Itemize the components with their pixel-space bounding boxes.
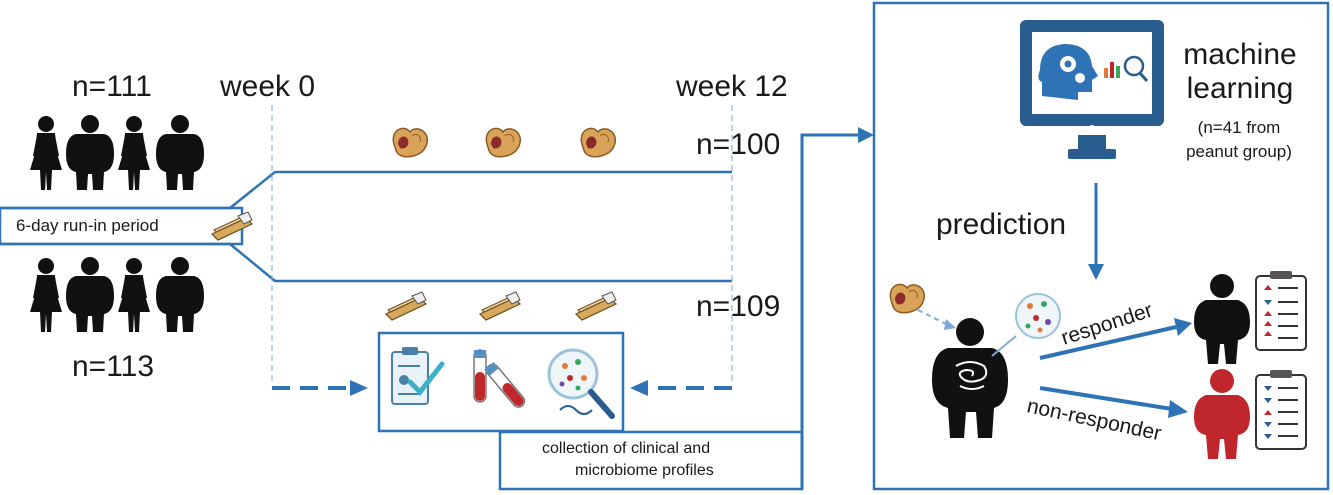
n-bottom-right: n=109: [696, 290, 781, 323]
person-male-icon: [66, 257, 114, 332]
person-female-icon: [30, 258, 62, 332]
checklist-icon: [1255, 370, 1307, 450]
brain-gear-icon: [1038, 44, 1098, 100]
peanut-icon: [485, 127, 522, 158]
to-ml-connector: [800, 133, 860, 489]
peanut-icon: [580, 127, 617, 158]
peanut-arm-line: [0, 170, 732, 210]
responder-person-icon: [1194, 274, 1250, 364]
patient-icon: [932, 318, 1008, 438]
nonresponder-label: non-responder: [1025, 394, 1163, 445]
microbiome-magnifier-icon: [547, 348, 615, 419]
nonresponder-arrow: [1039, 386, 1173, 411]
collection-label-line2: microbiome profiles: [575, 462, 714, 479]
n-bottom-left: n=113: [72, 350, 155, 383]
n-top-left: n=111: [72, 70, 152, 103]
responder-arrow: [1039, 325, 1177, 360]
ml-panel: [872, 1, 1330, 491]
week12-label: week 12: [676, 70, 788, 103]
n-top-right: n=100: [696, 128, 781, 161]
checklist-icon: [1255, 271, 1307, 351]
microbes-icon: [1015, 293, 1061, 339]
clipboard-icon: [391, 347, 445, 405]
peanut-icon: [392, 127, 429, 158]
person-female-icon: [118, 258, 150, 332]
person-female-icon: [118, 116, 150, 190]
person-male-icon: [156, 257, 204, 332]
person-male-icon: [156, 115, 204, 190]
peanut-icon: [889, 283, 926, 314]
ml-sub-line2: peanut group): [1186, 142, 1292, 161]
runin-label: 6-day run-in period: [16, 216, 159, 235]
person-female-icon: [30, 116, 62, 190]
person-male-icon: [66, 115, 114, 190]
gut-icon: [955, 361, 988, 390]
snack-bar-icon: [479, 291, 521, 321]
chart-magnifier-icon: [1104, 55, 1149, 82]
prediction-label: prediction: [936, 208, 1067, 241]
control-arm-line: [0, 242, 732, 283]
week0-label: week 0: [220, 70, 316, 103]
test-tube-icon: [473, 349, 526, 408]
nonresponder-person-icon: [1194, 369, 1250, 459]
ml-title-line2: learning: [1186, 72, 1294, 105]
ml-sub-line1: (n=41 from: [1197, 118, 1281, 137]
ml-title-line1: machine: [1183, 38, 1297, 71]
collection-label-line1: collection of clinical and: [542, 440, 711, 457]
snack-bar-icon: [575, 291, 617, 321]
snack-bar-icon: [385, 291, 427, 321]
